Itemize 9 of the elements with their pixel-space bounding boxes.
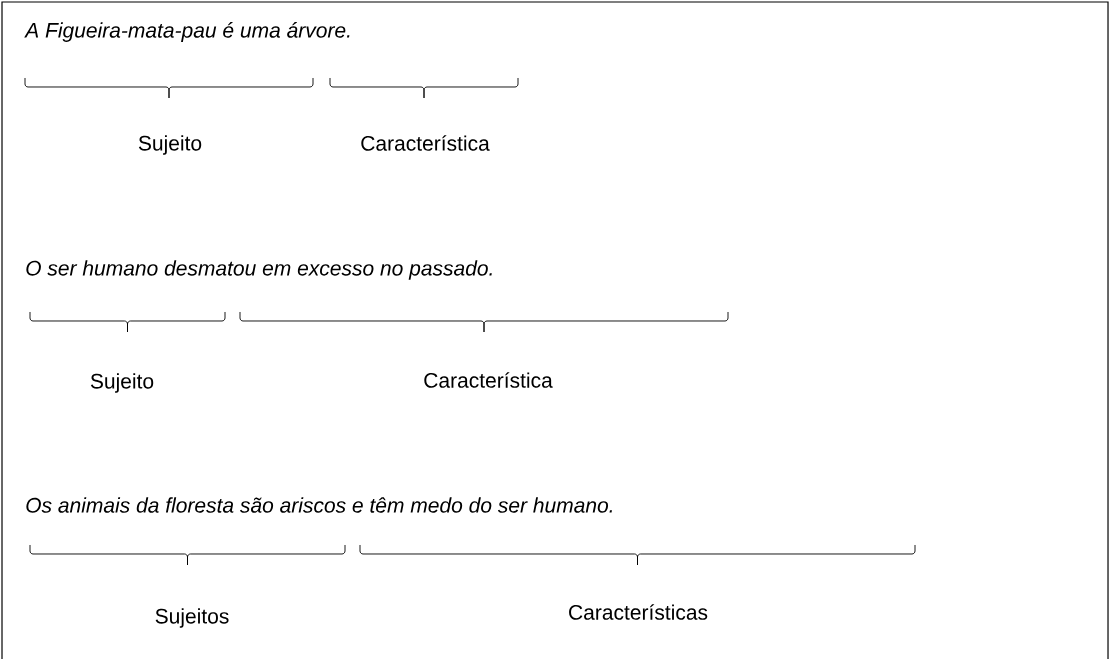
brace-label: Sujeito	[138, 135, 202, 155]
sentence: O ser humano desmatou em excesso no passado.	[26, 260, 492, 280]
sentence: A Figueira-mata-pau é uma árvore.	[24, 22, 350, 42]
brace-label: Sujeito	[90, 373, 154, 393]
brace-label: Sujeitos	[155, 608, 229, 628]
brace-label: Características	[569, 604, 708, 620]
sentence: Os animais da floresta são ariscos e têm medo do ser humano.	[26, 497, 612, 513]
brace-label: Característica	[424, 372, 553, 388]
brace-label: Característica	[361, 135, 490, 151]
